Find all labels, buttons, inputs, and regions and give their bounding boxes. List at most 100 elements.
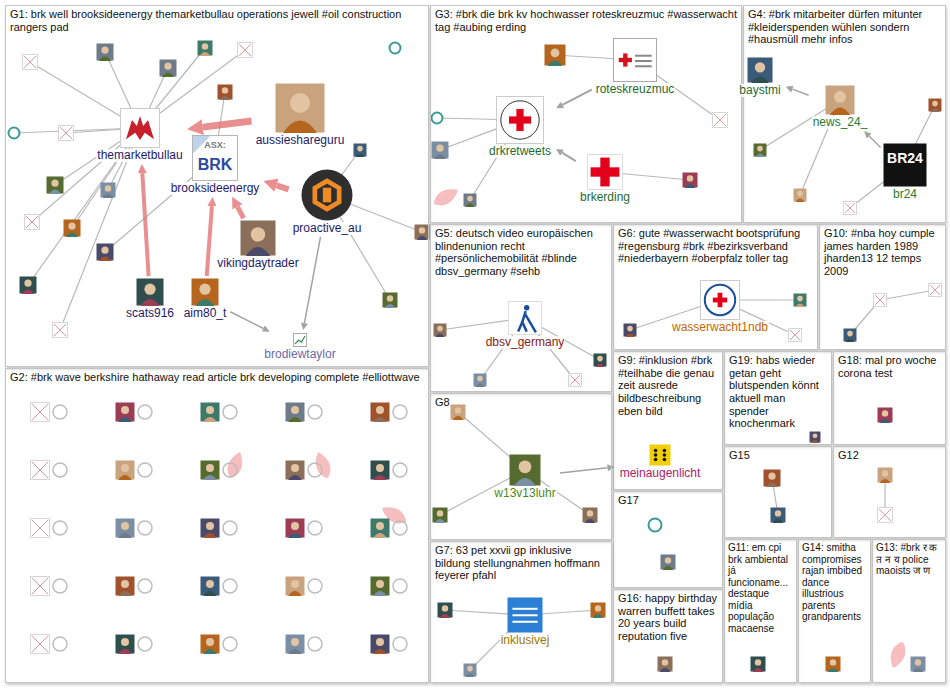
- vertex-link: [880, 290, 935, 300]
- photo-head: [847, 331, 853, 337]
- self-loop-ring: [223, 405, 237, 419]
- connector: [304, 237, 320, 323]
- icon-frame: [286, 635, 305, 654]
- group-panel: G3: #brk die brk kv hochwasser roteskreu…: [430, 5, 742, 223]
- figure-head: [524, 305, 529, 310]
- group-panel: G5: deutsch video europäischen blindenun…: [430, 224, 612, 392]
- vertex-image: [794, 189, 807, 203]
- broken-image-cross: [845, 203, 855, 213]
- vertex-image: [929, 99, 942, 113]
- group-heading: G19: habs wieder getan geht blutspenden …: [729, 354, 819, 429]
- vertex-label: vikingdaytrader: [216, 257, 299, 270]
- icon-frame: [661, 555, 676, 570]
- vertex-image: [794, 294, 807, 308]
- photo-head: [206, 406, 214, 414]
- photo-head: [627, 326, 633, 332]
- connector: [560, 468, 608, 473]
- group-panel: G7: 63 pet xxvii gp inklusive bildung st…: [430, 541, 612, 683]
- photo-body: [355, 154, 365, 158]
- photo-head: [797, 296, 803, 302]
- group-panel: G10: #nba hoy cumple james harden 1989 j…: [819, 224, 946, 350]
- broken-image: [31, 635, 50, 654]
- icon-frame: [193, 136, 238, 181]
- vertex-image: [569, 374, 582, 387]
- logo-text: BRK: [198, 157, 233, 173]
- group-panel: G6: gute #wasserwacht bootsprüfung #rege…: [613, 224, 818, 350]
- vertex-image: [286, 519, 323, 539]
- vertex-icon: [747, 57, 773, 83]
- logo-line: [635, 65, 652, 67]
- self-loop-ring: [223, 521, 237, 535]
- group-panel: G19: habs wieder getan geht blutspenden …: [724, 351, 832, 445]
- vertex-image: [594, 354, 607, 368]
- icon-frame: [371, 461, 390, 480]
- vertex-label: br24: [892, 188, 918, 201]
- icon-frame: [497, 97, 544, 144]
- vertex-image: [878, 508, 893, 523]
- broken-image-cross: [26, 216, 38, 228]
- vertex-image: [201, 461, 238, 481]
- vertex-image: [911, 657, 926, 673]
- vertex: inklusivej: [499, 597, 552, 647]
- vertex-label: baystmi: [738, 84, 781, 97]
- photo-body: [118, 533, 132, 538]
- photo-head: [915, 659, 921, 665]
- photo-body: [288, 591, 302, 596]
- icon-frame: [650, 445, 671, 466]
- photo-body: [140, 299, 159, 306]
- braille-dot: [663, 458, 667, 462]
- icon-frame: [286, 461, 305, 480]
- broken-image-cross: [930, 285, 940, 295]
- photo-head: [813, 433, 818, 438]
- photo-head: [436, 145, 443, 152]
- photo-body: [66, 233, 78, 238]
- vertex-image: [286, 461, 323, 481]
- icon-frame: [116, 403, 135, 422]
- photo-body: [118, 475, 132, 480]
- vertex: wasserwacht1ndb: [670, 280, 771, 334]
- photo-body: [195, 299, 214, 306]
- cross-bar: [600, 158, 609, 187]
- vertex-image: [661, 555, 676, 571]
- photo-head: [121, 522, 129, 530]
- photo-head: [222, 87, 228, 93]
- photo-body: [203, 475, 217, 480]
- group-heading: G6: gute #wasserwacht bootsprüfung #rege…: [618, 227, 800, 264]
- vertex-images: [9, 41, 942, 678]
- icon-frame: [683, 173, 698, 188]
- group-heading: G1: brk well brooksideenergy themarketbu…: [10, 8, 401, 33]
- vertex-image: [20, 277, 37, 295]
- icon-frame: [464, 194, 477, 207]
- vertex-icon: [883, 143, 927, 187]
- vertex-image: [116, 519, 153, 539]
- broken-image: [53, 323, 68, 338]
- photo-body: [514, 478, 536, 486]
- self-loop-ring: [308, 405, 322, 419]
- icon-frame: [276, 84, 325, 133]
- vertex-image: [649, 519, 662, 532]
- icon-frame: [844, 329, 857, 342]
- icon-frame: [878, 468, 893, 483]
- photo-body: [795, 304, 805, 308]
- vertex-icon: [508, 301, 542, 335]
- icon-frame: [474, 374, 487, 387]
- vertex-label: proactive_au: [292, 222, 363, 235]
- group-panel: G11: em cpi brk ambiental já funcioname.…: [724, 539, 797, 683]
- photo-head: [291, 580, 299, 588]
- self-loop-ring: [138, 405, 152, 419]
- icon-frame: [294, 334, 307, 347]
- vertex-image: [432, 142, 449, 160]
- braille-dot: [654, 453, 658, 457]
- icon-frame: [64, 220, 81, 237]
- group-panel: G14: smitha compromises rajan imbibed da…: [798, 539, 871, 683]
- icon-frame: [794, 189, 807, 202]
- photo-body: [465, 204, 475, 208]
- group-heading: G12: [838, 449, 859, 461]
- vertex: proactive_au: [291, 169, 364, 235]
- icon-frame: [286, 577, 305, 596]
- broken-image: [59, 126, 74, 141]
- broken-image: [31, 577, 50, 596]
- photo-head: [467, 666, 473, 672]
- broken-image-cross: [879, 509, 891, 521]
- chart-line: [295, 336, 305, 344]
